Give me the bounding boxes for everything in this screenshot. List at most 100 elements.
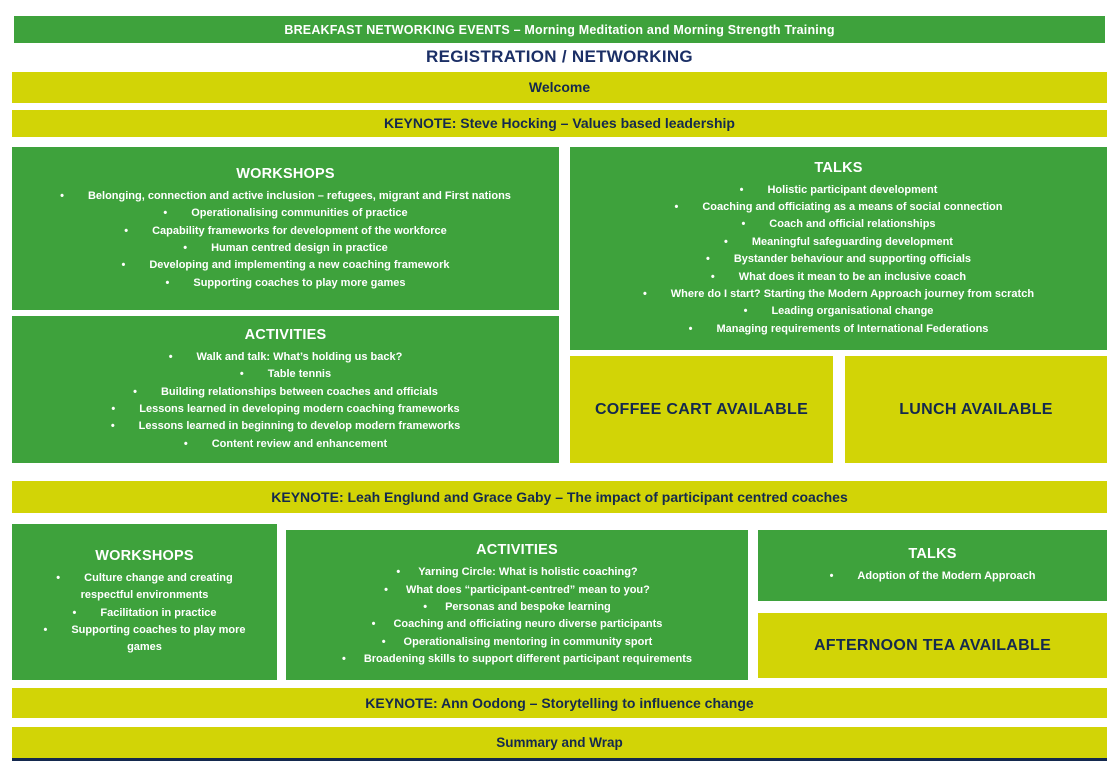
breakfast-networking-banner: BREAKFAST NETWORKING EVENTS – Morning Me… <box>14 16 1105 43</box>
list-item: • Lessons learned in beginning to develop… <box>12 418 559 435</box>
list-item: • Yarning Circle: What is holistic coachi… <box>286 564 748 581</box>
list-item: • Culture change and creating respectful … <box>12 570 277 605</box>
list-item-text: Adoption of the Modern Approach <box>857 570 1036 583</box>
bullet-icon: • <box>43 624 48 637</box>
bullet-icon: • <box>396 566 401 579</box>
bullet-icon: • <box>239 368 244 381</box>
list-item-text: Facilitation in practice <box>100 606 217 619</box>
list-item: •Supporting coaches to play more games <box>12 275 559 292</box>
lunch-card: LUNCH AVAILABLE <box>845 356 1107 463</box>
list-item: • Building relationships between coaches … <box>12 384 559 401</box>
list-item-text: Coaching and officiating neuro diverse p… <box>393 618 663 631</box>
bullet-icon: • <box>688 322 693 335</box>
bullet-icon: • <box>183 437 188 450</box>
list-item-text: What does “participant-centred” mean to … <box>406 583 650 596</box>
bullet-icon: • <box>642 287 647 300</box>
session1-workshops-block: WORKSHOPS •Belonging, connection and act… <box>12 147 559 310</box>
list-item: • Coach and official relationships <box>570 216 1107 233</box>
list-item: •Operationalising mentoring in community… <box>286 634 748 651</box>
bullet-icon: • <box>110 420 115 433</box>
list-item-text: Walk and talk: What’s holding us back? <box>196 350 403 363</box>
list-item: • Adoption of the Modern Approach <box>758 568 1107 585</box>
bullet-icon: • <box>423 601 428 614</box>
list-item: •Facilitation in practice <box>12 605 277 622</box>
list-item: •Leading organisational change <box>570 303 1107 320</box>
keynote-1-bar: KEYNOTE: Steve Hocking – Values based le… <box>12 110 1107 137</box>
session1-talks-block: TALKS •Holistic participant development … <box>570 147 1107 350</box>
list-item: • Managing requirements of International … <box>570 321 1107 338</box>
activities-title: ACTIVITIES <box>244 326 327 343</box>
summary-wrap-bar: Summary and Wrap <box>12 727 1107 761</box>
list-item: • Coaching and officiating neuro diverse … <box>286 616 748 633</box>
list-item-text: Lessons learned in developing modern coa… <box>139 402 460 415</box>
keynote-3-bar: KEYNOTE: Ann Oodong – Storytelling to in… <box>12 688 1107 718</box>
bullet-icon: • <box>741 218 746 231</box>
list-item-text: Personas and bespoke learning <box>445 601 611 614</box>
session2-workshops-block: WORKSHOPS •Culture change and creating r… <box>12 524 277 680</box>
list-item-text: Human centred design in practice <box>211 241 388 254</box>
bullet-icon: • <box>384 583 388 596</box>
list-item-text: Bystander behaviour and supporting offic… <box>733 253 971 266</box>
list-item-text: Capability frameworks for development of… <box>152 224 447 237</box>
list-item: •Meaningful safeguarding development <box>570 234 1107 251</box>
list-item-text: Supporting coaches to play more games <box>71 624 246 654</box>
bullet-icon: • <box>724 235 728 248</box>
list-item-text: What does it mean to be an inclusive coa… <box>738 270 967 283</box>
session1-activities-block: ACTIVITIES • Walk and talk: What’s holdin… <box>12 316 559 463</box>
list-item-text: Operationalising mentoring in community … <box>403 635 653 648</box>
coffee-cart-card: COFFEE CART AVAILABLE <box>570 356 833 463</box>
list-item-text: Coach and official relationships <box>769 218 936 231</box>
list-item-text: Developing and implementing a new coachi… <box>149 259 450 272</box>
list-item-text: Culture change and creating respectful e… <box>80 571 233 602</box>
bullet-icon: • <box>739 183 744 196</box>
list-item-text: Managing requirements of International F… <box>716 322 989 335</box>
list-item: • Personas and bespoke learning <box>286 599 748 616</box>
list-item: • What does “participant-centred” mean to… <box>286 582 748 599</box>
list-item-text: Holistic participant development <box>767 183 938 196</box>
list-item: • Lessons learned in developing modern co… <box>12 401 559 418</box>
list-item-text: Content review and enhancement <box>211 437 388 450</box>
session2-talks-block: TALKS • Adoption of the Modern Approach <box>758 530 1107 601</box>
bullet-icon: • <box>124 224 129 237</box>
list-item: • Table tennis <box>12 366 559 383</box>
talks-title: TALKS <box>908 546 957 563</box>
bullet-icon: • <box>710 270 715 283</box>
bullet-icon: • <box>121 259 126 272</box>
list-item-text: Lessons learned in beginning to develop … <box>138 420 461 433</box>
talks-title: TALKS <box>814 159 863 176</box>
list-item: • Holistic participant development <box>570 182 1107 199</box>
session2-activities-block: ACTIVITIES •Yarning Circle: What is holi… <box>286 530 748 680</box>
list-item: •Operationalising communities of practic… <box>12 205 559 222</box>
bullet-icon: • <box>163 207 168 220</box>
list-item: •Belonging, connection and active inclus… <box>12 188 559 205</box>
bullet-icon: • <box>183 241 188 254</box>
bullet-icon: • <box>165 276 170 289</box>
list-item: • Developing and implementing a new coach… <box>12 257 559 274</box>
list-item: • Capability frameworks for development o… <box>12 223 559 240</box>
list-item: •Coaching and officiating as a means of … <box>570 199 1107 216</box>
list-item: • Supporting coaches to play more games <box>12 622 277 657</box>
list-item-text: Where do I start? Starting the Modern Ap… <box>670 287 1035 300</box>
keynote-2-bar: KEYNOTE: Leah Englund and Grace Gaby – T… <box>12 481 1107 513</box>
list-item-text: Belonging, connection and active inclusi… <box>87 189 511 202</box>
list-item: • Human centred design in practice <box>12 240 559 257</box>
list-item: • Content review and enhancement <box>12 436 559 453</box>
list-item-text: Building relationships between coaches a… <box>160 385 438 398</box>
bullet-icon: • <box>168 350 173 363</box>
bullet-icon: • <box>829 570 834 583</box>
list-item: •Bystander behaviour and supporting offi… <box>570 251 1107 268</box>
bullet-icon: • <box>56 571 61 584</box>
bullet-icon: • <box>371 618 376 631</box>
bullet-icon: • <box>111 402 116 415</box>
list-item-text: Broadening skills to support different p… <box>363 653 693 666</box>
list-item-text: Leading organisational change <box>771 305 934 318</box>
list-item: • Walk and talk: What’s holding us back? <box>12 349 559 366</box>
list-item-text: Table tennis <box>267 368 332 381</box>
workshops-title: WORKSHOPS <box>236 165 335 182</box>
registration-networking-heading: REGISTRATION / NETWORKING <box>426 47 693 66</box>
list-item: • Where do I start? Starting the Modern A… <box>570 286 1107 303</box>
list-item-text: Yarning Circle: What is holistic coachin… <box>418 566 638 579</box>
bullet-icon: • <box>133 385 137 398</box>
bullet-icon: • <box>674 201 679 214</box>
